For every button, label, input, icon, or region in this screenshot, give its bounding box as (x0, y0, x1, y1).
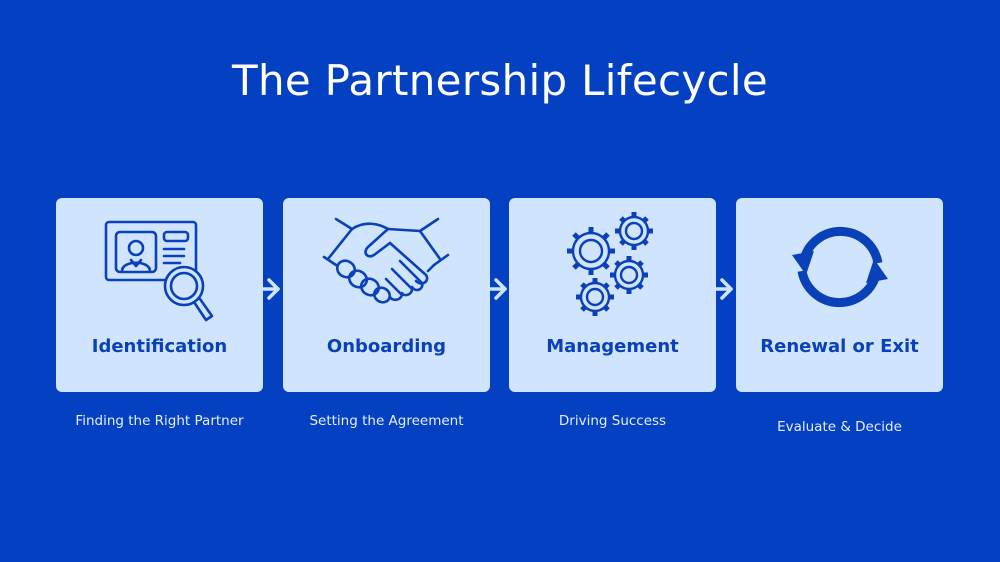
stage-caption: Finding the Right Partner (75, 413, 244, 429)
arrow-right-icon (485, 276, 509, 302)
stage-label: Management (546, 336, 679, 357)
arrow-right-icon (258, 276, 282, 302)
stage-caption: Evaluate & Decide (777, 419, 902, 435)
stage-card-identification: Identification (56, 198, 263, 392)
stage-card-management: Management (509, 198, 716, 392)
arrow-right-icon (711, 276, 735, 302)
stage-label: Identification (91, 336, 228, 357)
stage-label: Onboarding (326, 336, 447, 357)
page-title: The Partnership Lifecycle (231, 56, 769, 105)
id-card-magnifier-icon (56, 212, 263, 322)
stage-card-renewal-or-exit: Renewal or Exit (736, 198, 943, 392)
stage-label: Renewal or Exit (760, 336, 919, 357)
stage-caption: Driving Success (558, 413, 667, 429)
stage-caption: Setting the Agreement (309, 413, 464, 429)
stage-card-onboarding: Onboarding (283, 198, 490, 392)
gears-icon (509, 212, 716, 322)
cycle-arrows-icon (736, 212, 943, 322)
handshake-icon (283, 212, 490, 322)
